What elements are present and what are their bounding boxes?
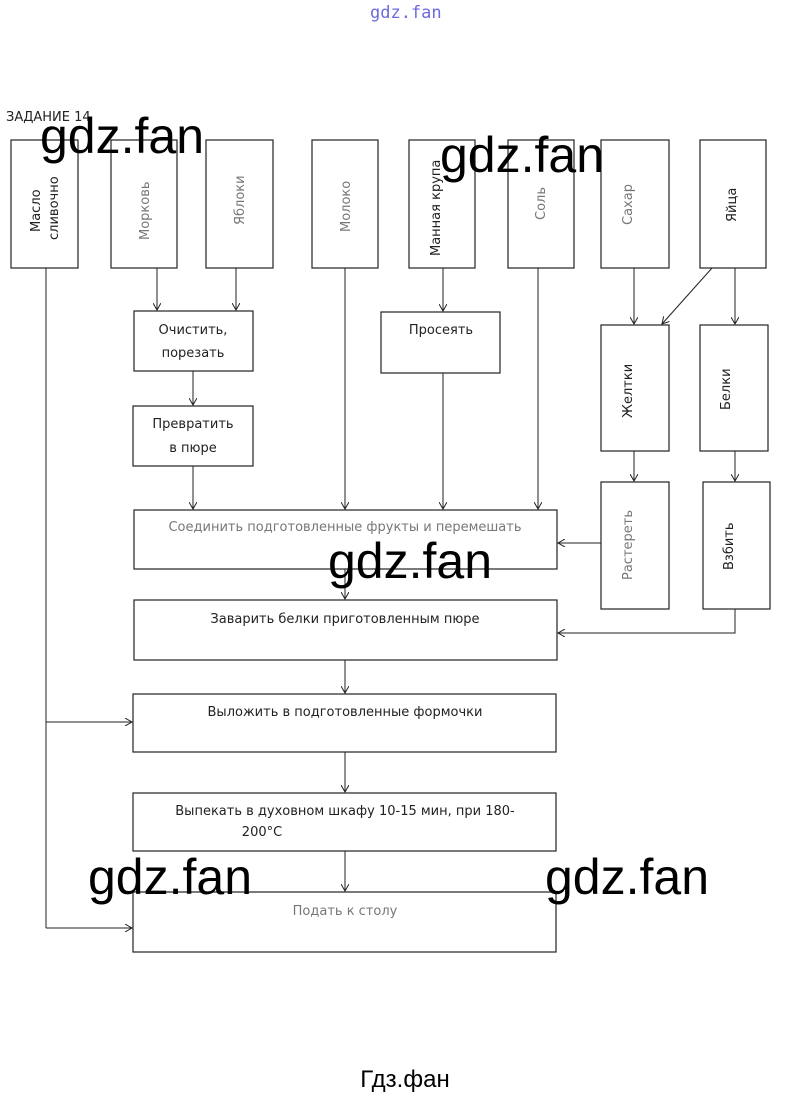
step-lay-out: Выложить в подготовленные формочки [132, 693, 557, 753]
footer-watermark: Гдз.фан [360, 1066, 449, 1093]
watermark: gdz.fan [40, 108, 204, 164]
svg-text:в пюре: в пюре [169, 441, 217, 456]
svg-text:Соединить подготовленные фрукт: Соединить подготовленные фрукты и переме… [168, 520, 521, 535]
svg-text:Соль: Соль [534, 187, 549, 220]
svg-text:Манная крупа: Манная крупа [429, 160, 444, 256]
step-yolks: Желтки [600, 324, 670, 452]
ingredient-milk: Молоко [311, 139, 379, 269]
step-grind: Растереть [600, 481, 670, 610]
svg-text:Молоко: Молоко [339, 181, 354, 232]
ingredient-semolina: Манная крупа [408, 139, 476, 269]
svg-text:сливочно: сливочно [47, 176, 62, 240]
task-heading: ЗАДАНИЕ 14 [6, 110, 91, 125]
step-peel: Очистить, порезать [133, 310, 254, 372]
svg-text:Выпекать в духовном шкафу 10-1: Выпекать в духовном шкафу 10-15 мин, при… [175, 804, 515, 819]
step-puree: Превратить в пюре [132, 405, 254, 467]
svg-text:Выложить в подготовленные фор: Выложить в подготовленные формочки [208, 705, 483, 720]
step-combine: Соединить подготовленные фрукты и переме… [133, 509, 558, 570]
svg-text:порезать: порезать [162, 346, 225, 361]
step-brew: Заварить белки приготовленным пюре [133, 599, 558, 661]
ingredient-sugar: Сахар [600, 139, 670, 269]
ingredient-butter: Масло сливочно [10, 139, 79, 269]
step-whites: Белки [699, 324, 769, 452]
svg-text:Яйца: Яйца [725, 188, 740, 222]
svg-text:Взбить: Взбить [722, 522, 737, 570]
svg-text:Подать к столу: Подать к столу [293, 904, 398, 919]
svg-text:Заварить белки приготовленным: Заварить белки приготовленным пюре [210, 612, 479, 627]
step-serve: Подать к столу [132, 891, 557, 953]
step-sift: Просеять [380, 311, 501, 374]
svg-text:Масло: Масло [29, 189, 44, 232]
watermark: gdz.fan [328, 533, 492, 589]
watermark: gdz.fan [545, 849, 709, 905]
ingredient-salt: Соль [507, 139, 575, 269]
svg-text:Белки: Белки [719, 368, 734, 410]
step-bake: Выпекать в духовном шкафу 10-15 мин, при… [132, 792, 557, 852]
svg-text:Сахар: Сахар [621, 184, 636, 225]
svg-text:Очистить,: Очистить, [159, 323, 228, 338]
ingredient-carrot: Морковь [110, 139, 178, 269]
ingredient-eggs: Яйца [699, 139, 767, 269]
svg-text:Желтки: Желтки [621, 364, 636, 418]
svg-text:Просеять: Просеять [409, 323, 473, 338]
watermark: gdz.fan [88, 849, 252, 905]
svg-text:Превратить: Превратить [152, 417, 233, 432]
svg-text:Яблоки: Яблоки [233, 175, 248, 225]
watermark: gdz.fan [440, 127, 604, 183]
ingredient-apples: Яблоки [205, 139, 274, 269]
svg-text:Растереть: Растереть [621, 510, 636, 580]
connectors [45, 267, 735, 928]
svg-text:Морковь: Морковь [138, 181, 153, 240]
svg-text:200°C: 200°C [242, 825, 282, 840]
top-watermark: gdz.fan [370, 3, 442, 23]
step-whip: Взбить [702, 481, 771, 610]
